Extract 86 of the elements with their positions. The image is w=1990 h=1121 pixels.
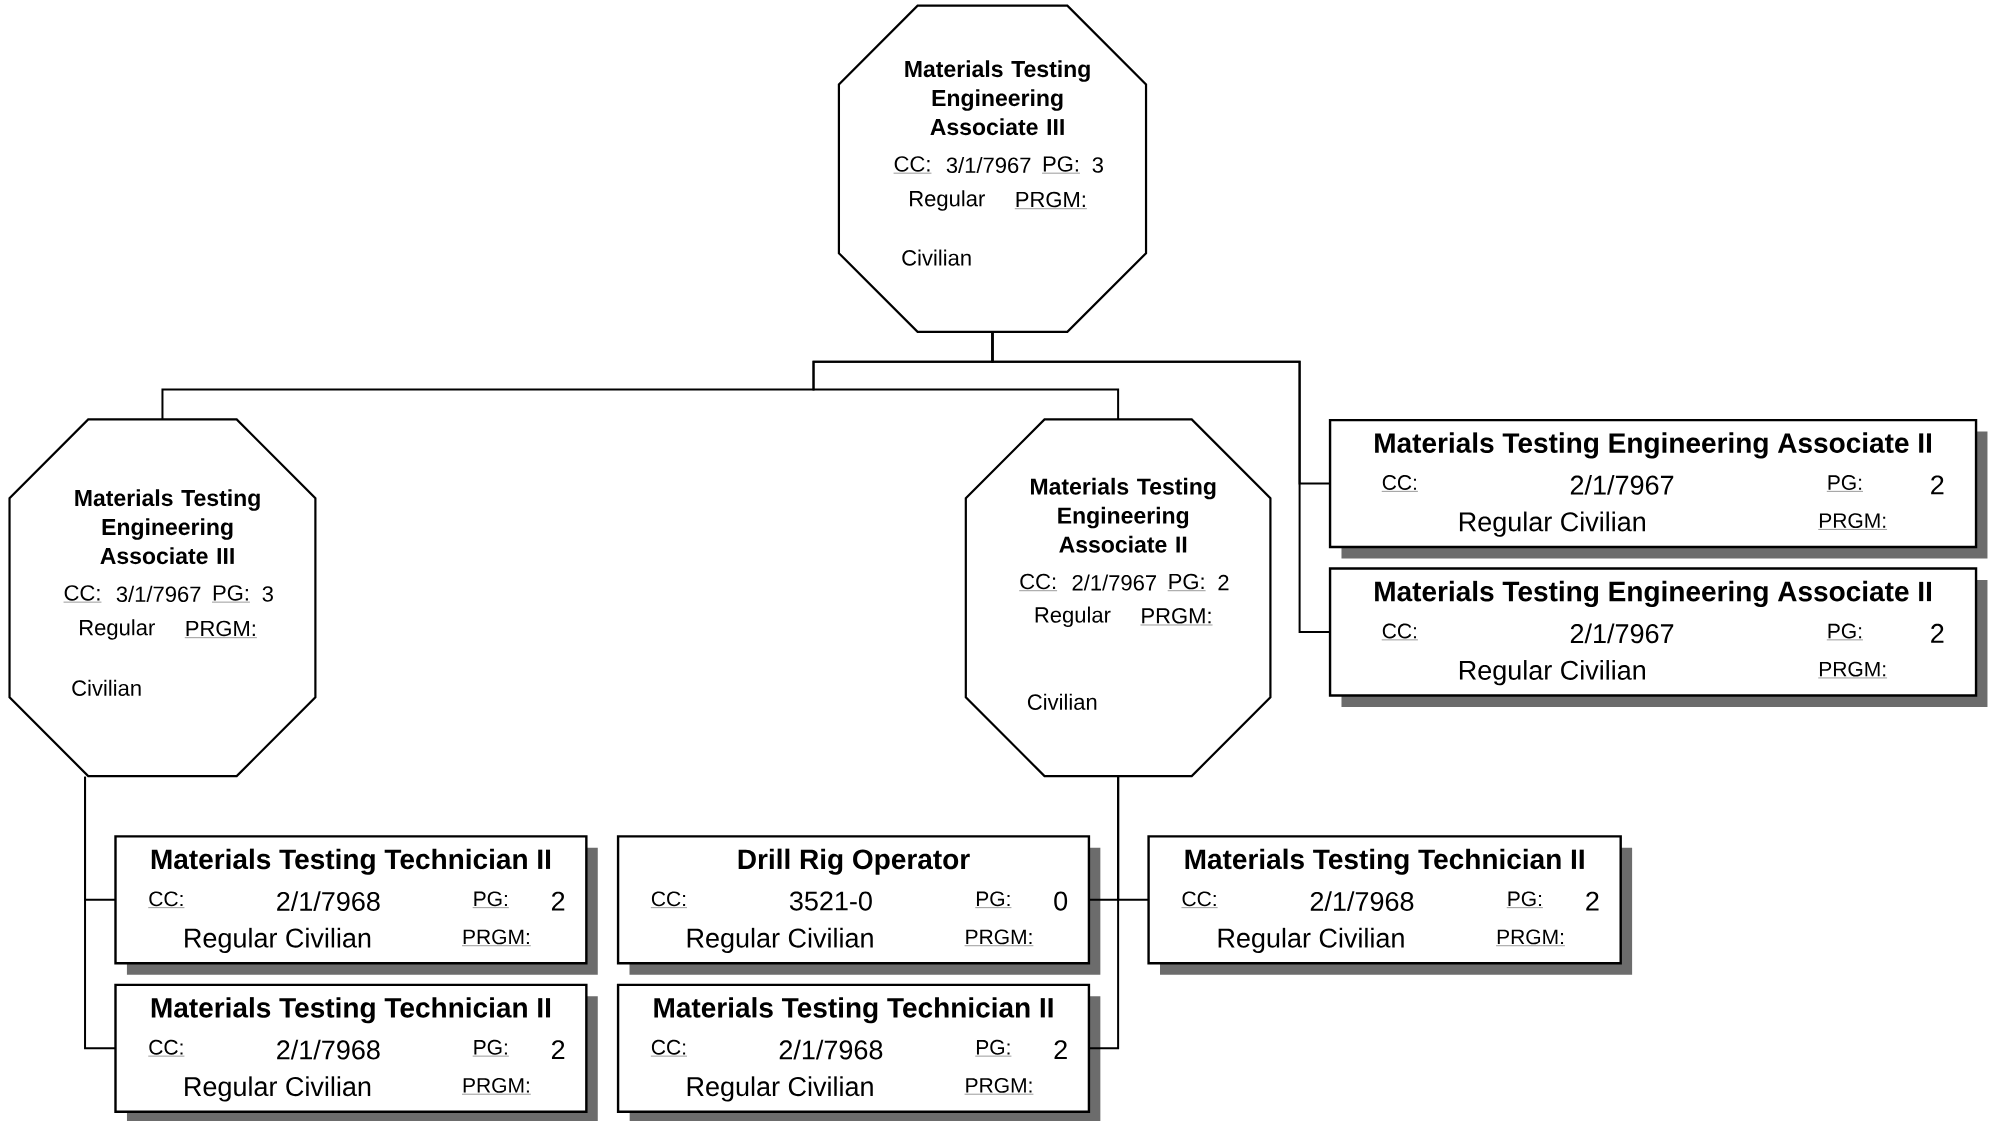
connector-line	[1088, 775, 1120, 1050]
field-label: CC:	[1019, 573, 1058, 591]
field-label: PG:	[1041, 156, 1081, 174]
field-label: PRGM:	[1818, 513, 1888, 530]
employment-type: Regular Civilian	[1459, 511, 1645, 537]
position-title: Materials Testing Engineering Associate III	[905, 60, 1090, 136]
field-value: 2	[551, 891, 565, 911]
field-label: PG:	[1826, 475, 1864, 492]
position-title: Materials Testing Engineering Associate II	[1375, 432, 1931, 459]
field-label: PG:	[472, 891, 510, 908]
employment-type: Regular	[80, 619, 155, 640]
field-label: PRGM:	[1140, 608, 1213, 626]
position-box	[114, 983, 598, 1121]
field-value: 2	[1931, 623, 1944, 643]
field-label: PG:	[975, 891, 1012, 908]
field-label: PRGM:	[461, 1077, 532, 1095]
position-box	[616, 835, 1101, 975]
position-title: Materials Testing Technician II	[654, 997, 1053, 1024]
position-box	[114, 835, 598, 975]
field-value: 2	[551, 1040, 565, 1059]
field-label: PG:	[1826, 623, 1864, 641]
field-label: PRGM:	[964, 1077, 1034, 1095]
position-title: Materials Testing Technician II	[1185, 848, 1584, 875]
field-value: 2/1/7968	[1310, 891, 1414, 911]
field-label: PRGM:	[1818, 661, 1888, 679]
field-value: 2/1/7967	[1570, 474, 1674, 495]
employment-type: Regular Civilian	[185, 927, 371, 953]
field-label: PG:	[1506, 891, 1544, 908]
field-value: 3/1/7967	[116, 585, 201, 603]
position-octagon	[8, 418, 317, 778]
field-value: 2	[1054, 1040, 1067, 1059]
field-label: PRGM:	[184, 620, 258, 638]
field-value: 2	[1586, 891, 1599, 911]
position-box	[1147, 835, 1633, 975]
employment-type: Regular Civilian	[185, 1076, 371, 1102]
field-label: CC:	[1181, 891, 1218, 908]
field-value: 2/1/7967	[1072, 574, 1156, 591]
field-label: PG:	[211, 585, 251, 603]
field-value: 2	[1218, 574, 1229, 591]
field-value: 2/1/7968	[779, 1039, 883, 1060]
field-label: PG:	[472, 1039, 510, 1057]
position-box	[1328, 567, 1988, 707]
field-label: CC:	[650, 891, 688, 908]
field-label: CC:	[893, 156, 932, 174]
field-value: 2/1/7967	[1570, 623, 1674, 644]
field-value: 3/1/7967	[946, 156, 1031, 174]
field-label: PRGM:	[1014, 191, 1088, 209]
field-value: 3521-0	[789, 891, 872, 911]
employment-type: Civilian	[902, 249, 971, 266]
position-box	[616, 983, 1101, 1121]
field-value: 2	[1931, 475, 1944, 495]
employment-type: Civilian	[1027, 693, 1097, 710]
field-value: 3	[262, 586, 273, 602]
position-title: Materials Testing Engineering Associate III	[75, 489, 260, 565]
field-label: PRGM:	[461, 929, 532, 946]
field-label: CC:	[1381, 475, 1419, 492]
field-value: 2/1/7968	[277, 891, 380, 911]
field-label: CC:	[1381, 623, 1419, 641]
field-value: 2/1/7968	[277, 1039, 380, 1060]
position-title: Materials Testing Engineering Associate II	[1031, 477, 1216, 553]
connector-line	[84, 775, 117, 1050]
field-label: CC:	[148, 1039, 185, 1057]
field-label: PRGM:	[964, 929, 1034, 946]
employment-type: Regular Civilian	[687, 1076, 873, 1102]
employment-type: Regular Civilian	[1459, 660, 1645, 686]
field-value: 3	[1092, 157, 1103, 173]
employment-type: Regular	[1035, 606, 1111, 628]
employment-type: Regular	[910, 190, 985, 211]
connector-line	[991, 331, 1331, 634]
employment-type: Civilian	[72, 679, 141, 696]
field-label: CC:	[63, 585, 102, 603]
position-octagon	[964, 418, 1272, 778]
field-label: PG:	[975, 1039, 1012, 1057]
employment-type: Regular Civilian	[1218, 927, 1404, 953]
field-value: 0	[1054, 891, 1068, 911]
field-label: PG:	[1167, 573, 1206, 591]
position-box	[1328, 418, 1988, 559]
position-title: Materials Testing Technician II	[151, 848, 551, 875]
field-label: PRGM:	[1495, 929, 1566, 946]
field-label: CC:	[650, 1039, 688, 1057]
position-octagon	[837, 4, 1148, 333]
position-title: Drill Rig Operator	[738, 848, 970, 875]
employment-type: Regular Civilian	[687, 927, 873, 953]
field-label: CC:	[148, 891, 185, 908]
position-title: Materials Testing Engineering Associate II	[1375, 580, 1931, 608]
position-title: Materials Testing Technician II	[151, 997, 551, 1024]
